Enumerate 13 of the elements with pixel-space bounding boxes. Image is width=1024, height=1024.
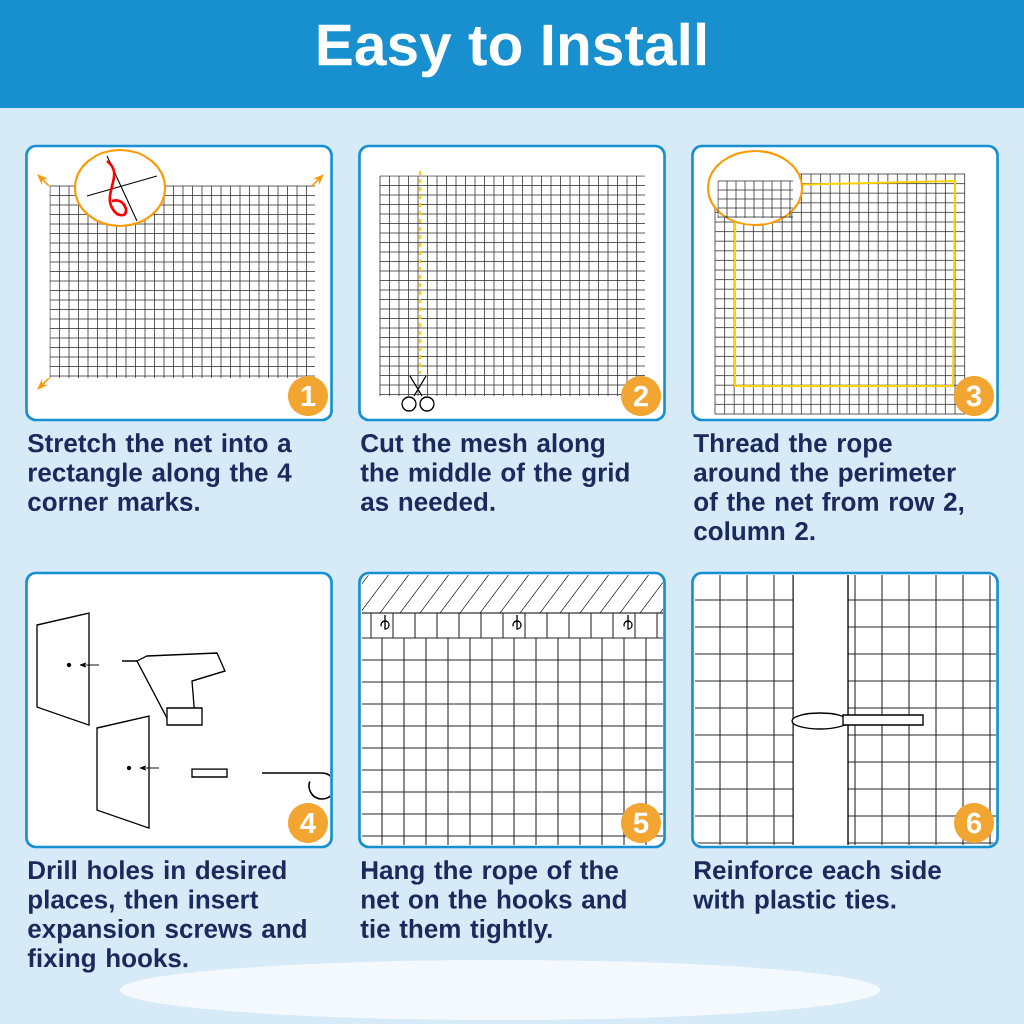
number-badge: 2 [621,376,661,416]
number-badge: 3 [954,376,994,416]
step-description: Hang the rope of the net on the hooks and tie them tightly. [360,860,626,944]
step-description: Thread the rope around the perimeter of the net from row 2, column 2. [693,433,964,541]
step-description: Drill holes in desired places, then insert expansion screws and fixing hooks. [27,860,306,973]
number-badge: 6 [954,803,994,843]
title-banner: Easy to Install [0,0,1024,108]
number-badge: 4 [288,803,328,843]
step-description: Cut the mesh along the middle of the grid as needed. [360,433,629,512]
step-description: Stretch the net into a rectangle along the 4 corner marks. [28,433,292,512]
number-badge: 1 [288,376,328,416]
step-description: Reinforce each side with plastic ties. [693,860,941,914]
number-badge: 5 [621,803,661,843]
